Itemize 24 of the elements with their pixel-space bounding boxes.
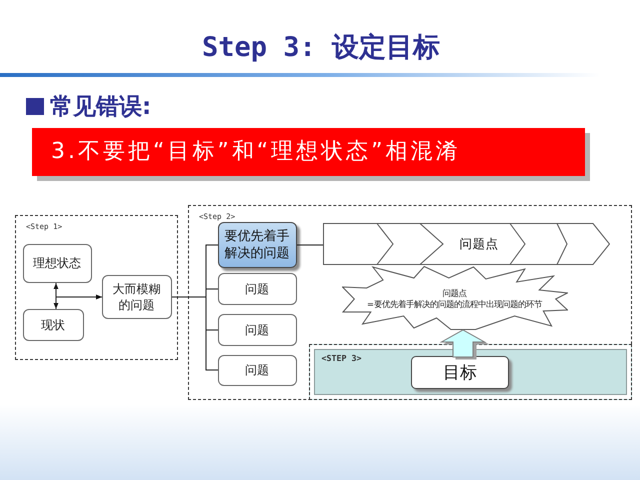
- step-panel: [308, 344, 632, 400]
- warning-banner: 3.不要把“目标”和“理想状态”相混淆: [32, 128, 585, 176]
- connector-line: [296, 244, 324, 246]
- highlighted-box: 要优先着手解决的问题: [218, 222, 296, 268]
- goal-box: 目标: [411, 356, 509, 389]
- burst-text: =要优先着手解决的问题的流程中出现问题的环节: [367, 298, 542, 308]
- title: Step 3: 设定目标: [202, 31, 440, 65]
- dashed-frame: [188, 205, 632, 400]
- process-box: 问题: [218, 314, 296, 346]
- connector-line: [172, 296, 218, 370]
- block-arrow: [440, 329, 486, 358]
- burst-heading: 问题点: [442, 288, 466, 298]
- section-heading: 常见错误:: [50, 93, 152, 121]
- process-box: 理想状态: [22, 244, 92, 282]
- dashed-frame: [15, 215, 178, 360]
- process-box: 问题: [218, 272, 296, 304]
- group-label: <STEP 3>: [322, 352, 362, 362]
- process-box: 大而模糊的问题: [102, 274, 172, 318]
- double-arrow: [54, 282, 58, 310]
- process-box: 现状: [22, 308, 84, 340]
- process-box: 问题: [218, 354, 296, 386]
- starburst: [342, 266, 568, 330]
- arrow: [56, 294, 102, 310]
- chevron-band: 问题点: [322, 222, 610, 264]
